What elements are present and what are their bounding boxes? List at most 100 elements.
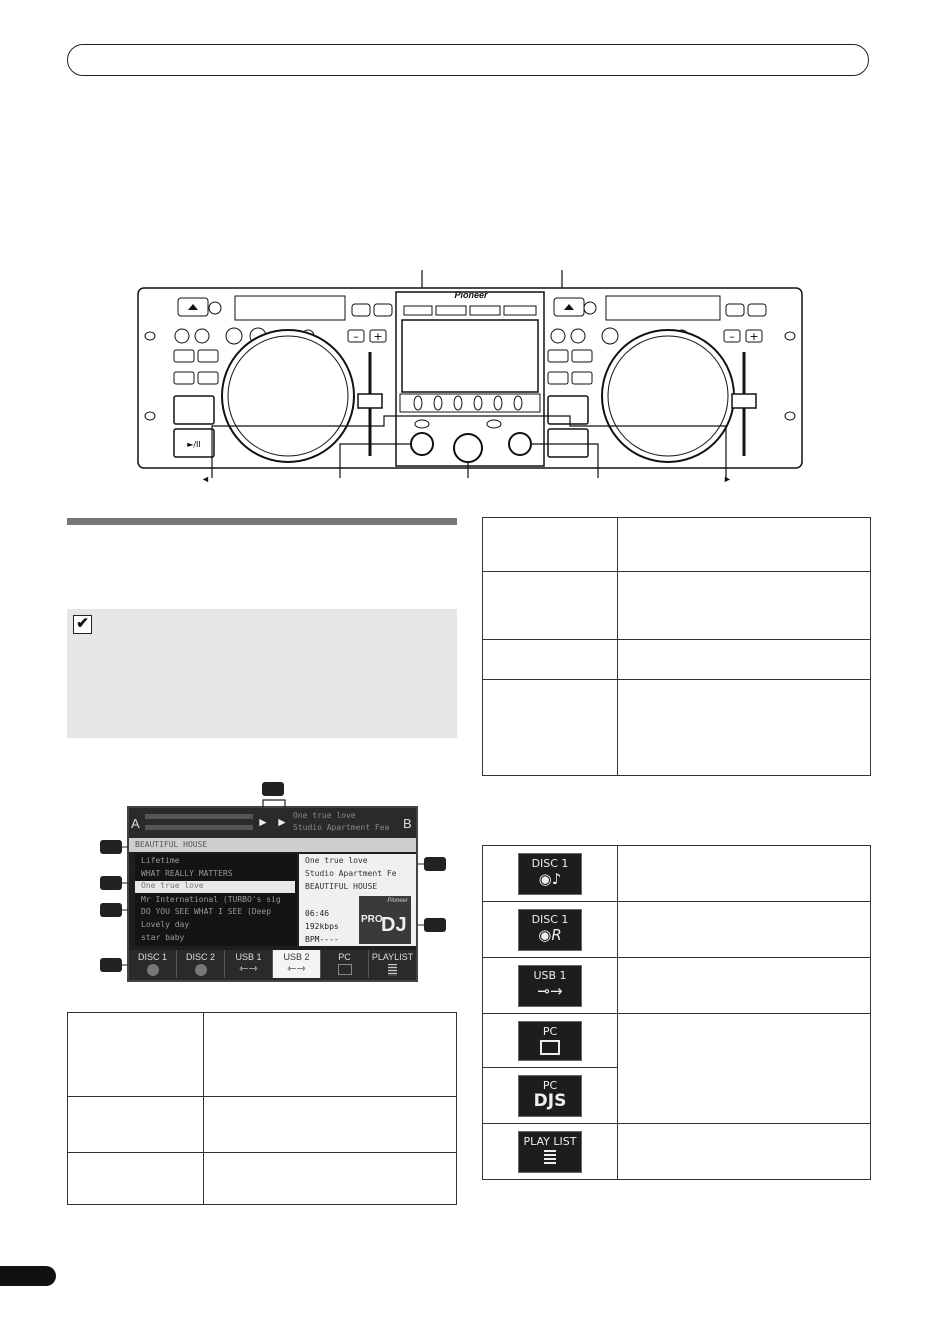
callout-lines	[122, 846, 424, 966]
deck-b-artist: Studio Apartment Fea	[293, 823, 390, 832]
table-cell	[203, 1152, 457, 1205]
list-item[interactable]: Mr International (TURBO's sig	[141, 895, 281, 904]
tab-disc1-label: DISC 1	[137, 952, 167, 962]
usb-icon: ⇽⇾	[287, 963, 306, 975]
table-cell	[482, 571, 618, 640]
svg-text:–: –	[353, 330, 359, 343]
disc-note-glyph: ◉♪	[538, 869, 562, 888]
disc-r-icon: DISC 1 ◉R	[518, 908, 582, 951]
icon-label: PC	[542, 1024, 558, 1038]
tab-usb1-label: USB 1	[235, 952, 262, 962]
deck-header: A ► ► One true love Studio Apartment Fea…	[129, 808, 416, 838]
list-icon	[388, 964, 397, 976]
logo-dj-text: DJ	[381, 914, 407, 936]
info-title: One true love	[305, 856, 368, 865]
track-list[interactable]: Lifetime WHAT REALLY MATTERS One true lo…	[135, 854, 297, 946]
callout-badge	[100, 876, 122, 890]
right-description-table	[482, 517, 871, 776]
logo-pro-text: PRO	[361, 914, 383, 925]
table-cell	[617, 517, 871, 572]
tab-pc-label: PC	[338, 952, 351, 962]
left-description-table	[67, 1012, 457, 1205]
list-item[interactable]: WHAT REALLY MATTERS	[141, 869, 233, 878]
tab-usb2-selected[interactable]: USB 2⇽⇾	[273, 950, 321, 978]
logo-pioneer-text: Pioneer	[387, 898, 408, 904]
info-bpm: BPM----	[305, 935, 339, 944]
icon-cell: PC DJS	[482, 1067, 618, 1124]
icon-cell: PLAY LIST	[482, 1123, 618, 1180]
deck-b-title: One true love	[293, 811, 356, 820]
list-item[interactable]: DO YOU SEE WHAT I SEE (Deep	[141, 907, 272, 916]
list-glyph	[544, 1149, 556, 1166]
device-diagram: ►/II – + – +	[137, 270, 803, 478]
table-cell	[67, 1152, 204, 1205]
list-item-selected[interactable]: One true love	[135, 881, 295, 893]
arrow-left-label: ◄	[201, 474, 210, 484]
deck-a-label: A	[131, 816, 140, 831]
info-bitrate: 192kbps	[305, 922, 339, 931]
tab-playlist[interactable]: PLAYLIST	[369, 950, 416, 978]
table-cell	[617, 679, 871, 776]
callout-badge	[100, 958, 122, 972]
icon-label: USB 1	[533, 968, 567, 982]
tab-disc2-label: DISC 2	[185, 952, 215, 962]
list-item[interactable]: star baby	[141, 933, 185, 942]
tab-pc[interactable]: PC	[321, 950, 369, 978]
category-name: BEAUTIFUL HOUSE	[135, 840, 208, 849]
note-box	[67, 609, 457, 738]
table-cell	[482, 639, 618, 680]
disc-note-icon: DISC 1 ◉♪	[518, 852, 582, 895]
category-bar: BEAUTIFUL HOUSE	[129, 838, 416, 852]
djs-text: DJS	[533, 1090, 567, 1111]
callout-bracket	[262, 799, 286, 808]
icon-cell: DISC 1 ◉♪	[482, 845, 618, 902]
usb-glyph: ⊸→	[537, 981, 563, 1000]
usb-icon: USB 1 ⊸→	[518, 964, 582, 1007]
checkmark-icon: ✔	[73, 615, 92, 634]
table-cell	[617, 957, 871, 1014]
section-heading-bar	[67, 518, 457, 525]
icon-cell: DISC 1 ◉R	[482, 901, 618, 958]
table-cell	[203, 1012, 457, 1097]
arrow-right-label: ►	[723, 474, 732, 484]
pc-monitor-icon: PC	[518, 1020, 582, 1061]
disc-icon	[146, 964, 159, 976]
deck-a-track-blurred	[145, 814, 253, 819]
icon-label: DISC 1	[531, 912, 569, 926]
svg-text:+: +	[373, 330, 382, 343]
deck-a-artist-blurred	[145, 825, 253, 830]
info-time: 06:46	[305, 909, 330, 918]
icon-table: DISC 1 ◉♪ DISC 1 ◉R USB 1 ⊸→ PC	[482, 845, 871, 1180]
monitor-icon	[337, 964, 352, 975]
callout-badge	[100, 840, 122, 854]
source-tab-bar: DISC 1 DISC 2 USB 1⇽⇾ USB 2⇽⇾ PC PLAYLIS…	[129, 950, 416, 980]
disc-r-glyph: ◉R	[538, 925, 562, 944]
tab-usb1[interactable]: USB 1⇽⇾	[225, 950, 273, 978]
icon-cell: USB 1 ⊸→	[482, 957, 618, 1014]
table-cell	[482, 517, 618, 572]
tab-disc1[interactable]: DISC 1	[129, 950, 177, 978]
callout-badge	[424, 857, 446, 871]
page-header-frame	[67, 44, 869, 76]
list-item[interactable]: Lifetime	[141, 856, 180, 865]
icon-label: DISC 1	[531, 856, 569, 870]
track-info-panel: One true love Studio Apartment Fe BEAUTI…	[299, 854, 416, 946]
callout-badge	[100, 903, 122, 917]
icon-cell: PC	[482, 1013, 618, 1068]
pc-djs-icon: PC DJS	[518, 1074, 582, 1117]
monitor-glyph	[540, 1039, 560, 1055]
table-cell	[67, 1096, 204, 1153]
play-indicator-icon-b: ►	[276, 815, 288, 829]
callout-badge	[424, 918, 446, 932]
brand-logo: Pioneer	[454, 290, 488, 300]
tab-playlist-label: PLAYLIST	[371, 952, 414, 962]
tab-disc2[interactable]: DISC 2	[177, 950, 225, 978]
table-cell	[617, 1013, 871, 1124]
usb-icon: ⇽⇾	[239, 963, 258, 975]
table-cell	[617, 845, 871, 902]
table-cell	[482, 679, 618, 776]
display-screen: A ► ► One true love Studio Apartment Fea…	[127, 806, 418, 982]
info-album: BEAUTIFUL HOUSE	[305, 882, 378, 891]
play-indicator-icon: ►	[257, 815, 269, 829]
list-item[interactable]: Lovely day	[141, 920, 190, 929]
